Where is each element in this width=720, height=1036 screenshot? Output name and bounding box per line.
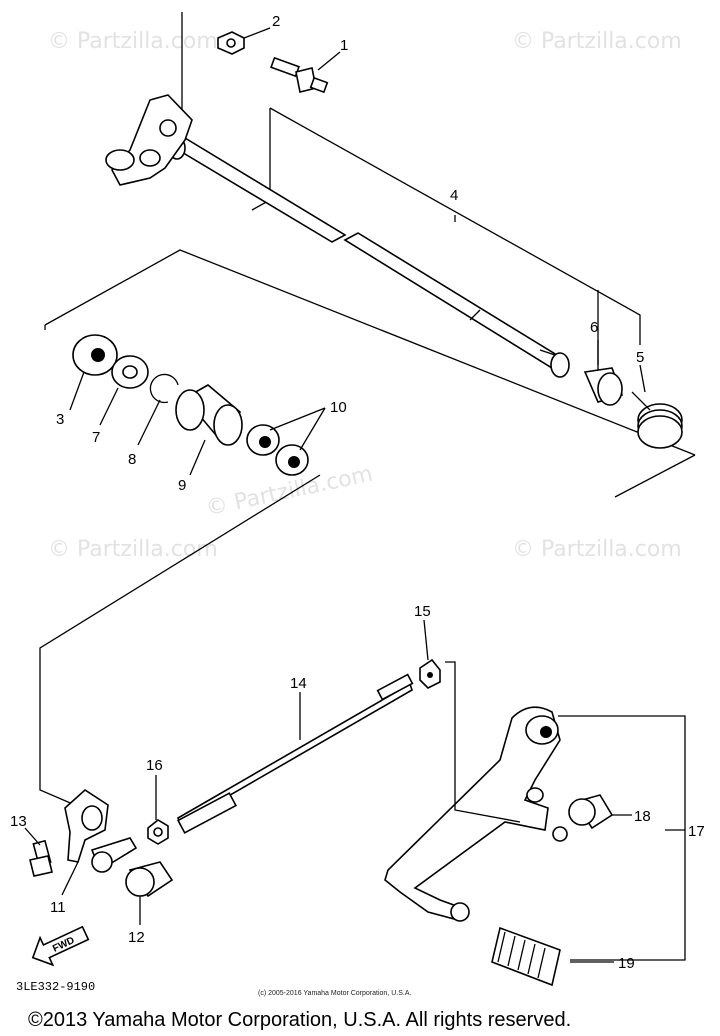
label-part-6: 6: [590, 319, 598, 336]
label-part-19: 19: [618, 955, 635, 972]
part-6-collar: [583, 367, 624, 406]
label-part-16: 16: [146, 757, 163, 774]
watermark-top-left: © Partzilla.com: [48, 29, 218, 54]
part-2-nut: [217, 31, 245, 55]
label-part-17: 17: [688, 823, 705, 840]
part-11-shift-arm: [64, 788, 138, 873]
part-7-washer: [111, 355, 149, 389]
footer-copyright: ©2013 Yamaha Motor Corporation, U.S.A. A…: [28, 1009, 571, 1031]
label-part-15: 15: [414, 603, 431, 620]
leader-9: [189, 439, 206, 476]
label-part-10: 10: [330, 399, 347, 416]
label-part-13: 13: [10, 813, 27, 830]
label-part-14: 14: [290, 675, 307, 692]
part-14-shift-rod: [177, 673, 414, 834]
part-13-bolt: [29, 839, 53, 877]
part-12-joint: [125, 861, 174, 898]
leader-11: [61, 861, 79, 896]
part-15-nut: [419, 658, 441, 689]
shift-shaft: [168, 136, 570, 378]
leader-8: [137, 399, 161, 446]
part-19-pedal-rubber: [491, 926, 561, 987]
leader-1: [317, 51, 341, 71]
label-part-3: 3: [56, 411, 64, 428]
leader-13: [24, 827, 41, 846]
leader-2: [243, 27, 271, 39]
leader-10b: [299, 407, 326, 451]
leader-frame-box-bottom: [614, 454, 696, 498]
watermark-top-right: © Partzilla.com: [512, 29, 682, 54]
label-part-5: 5: [636, 349, 644, 366]
small-copyright: (c) 2005-2016 Yamaha Motor Corporation, …: [258, 990, 411, 997]
label-part-18: 18: [634, 808, 651, 825]
part-18-joint: [552, 794, 614, 842]
shift-shaft-arm: [105, 94, 193, 186]
part-17-shift-pedal: [384, 706, 561, 922]
leader-5: [639, 364, 646, 393]
leader-frame-15: [445, 661, 521, 823]
fwd-arrow: FWD: [31, 925, 90, 967]
label-part-9: 9: [178, 477, 186, 494]
leader-3: [69, 371, 85, 411]
part-5-spring: [631, 391, 683, 449]
leader-frame-17: [558, 715, 686, 961]
leader-15: [423, 619, 429, 661]
leader-frame-4-top: [269, 107, 641, 345]
leader-10a: [269, 407, 326, 431]
leader-frame-upper: [174, 12, 183, 119]
label-part-4: 4: [450, 187, 458, 204]
label-part-1: 1: [340, 37, 348, 54]
leader-7: [99, 387, 119, 426]
part-9-bushing: [175, 384, 243, 446]
label-part-2: 2: [272, 13, 280, 30]
label-part-7: 7: [92, 429, 100, 446]
diagram-code: 3LE332-9190: [16, 980, 95, 994]
leader-frame-box-top: [44, 249, 696, 456]
label-part-8: 8: [128, 451, 136, 468]
part-16-nut: [147, 819, 169, 845]
part-1-bolt: [270, 56, 329, 94]
part-8-circlip: [149, 373, 179, 404]
part-10-seals: [246, 424, 309, 476]
watermark-middle-left: © Partzilla.com: [48, 537, 218, 562]
label-part-12: 12: [128, 929, 145, 946]
watermark-middle-right: © Partzilla.com: [512, 537, 682, 562]
label-part-11: 11: [50, 899, 66, 916]
leader-frame-lower: [39, 474, 321, 806]
part-3-oil-seal: [72, 334, 118, 376]
